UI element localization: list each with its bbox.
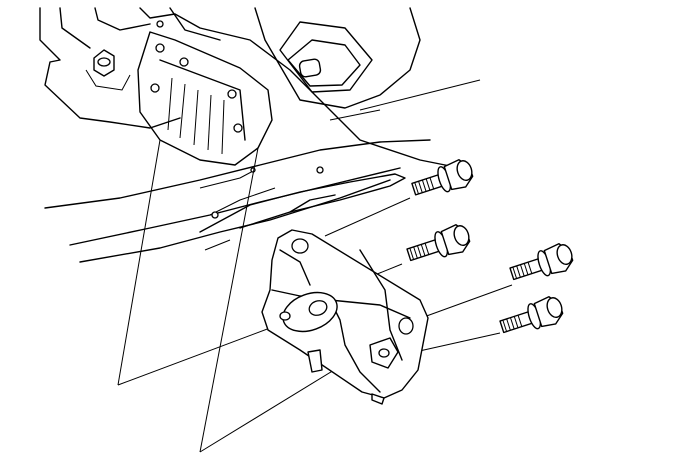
mounting-bracket xyxy=(261,229,429,405)
flange-bolt-4 xyxy=(499,296,564,334)
flange-bolt-1 xyxy=(411,159,474,196)
flange-bolt-2 xyxy=(406,224,471,262)
flange-bolt-3 xyxy=(509,243,574,281)
frame-rail xyxy=(39,7,481,263)
